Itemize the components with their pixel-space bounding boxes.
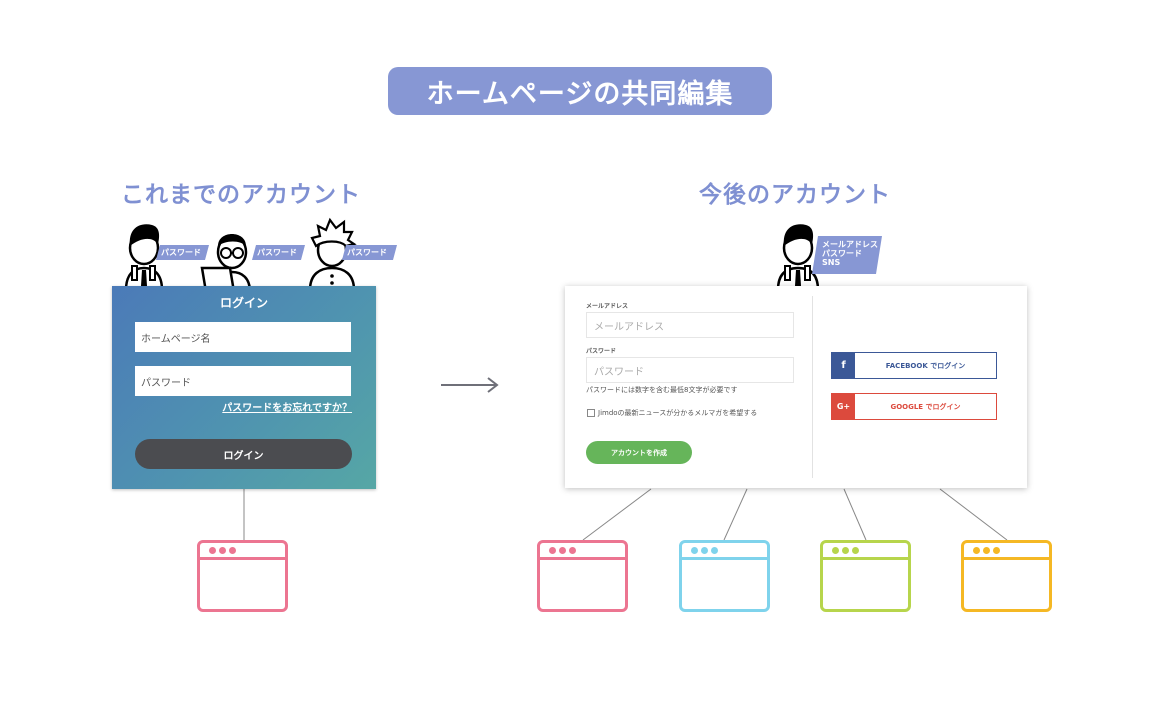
new-account-card: メールアドレス メールアドレス パスワード パスワード パスワードには数字を含む… — [565, 286, 1027, 488]
email-input[interactable]: メールアドレス — [586, 312, 794, 338]
email-label: メールアドレス — [586, 303, 629, 310]
google-login-label: GOOGLE でログイン — [890, 402, 961, 411]
password-tag-2: パスワード — [252, 245, 305, 260]
create-account-button[interactable]: アカウントを作成 — [586, 441, 692, 464]
facebook-login-label: FACEBOOK でログイン — [885, 361, 966, 370]
password-label: パスワード — [586, 348, 617, 355]
person-icon — [124, 224, 164, 292]
login-button[interactable]: ログイン — [135, 439, 352, 469]
login-title: ログイン — [219, 296, 268, 310]
facebook-login-button[interactable]: f FACEBOOK でログイン — [831, 352, 997, 379]
website-window-icon — [537, 540, 628, 612]
person-icon — [776, 224, 820, 292]
card-divider — [812, 296, 813, 478]
forgot-password-link[interactable]: パスワードをお忘れですか？ — [222, 403, 352, 414]
website-window-icon — [961, 540, 1052, 612]
credentials-tag-password: パスワード — [822, 249, 862, 258]
website-window-icon — [820, 540, 911, 612]
person-spiky-hair-icon — [308, 217, 357, 292]
site-name-input[interactable]: ホームページ名 — [135, 322, 351, 352]
right-arrow-icon — [441, 377, 499, 393]
newsletter-checkbox[interactable] — [587, 409, 595, 417]
person-with-laptop-icon — [200, 234, 252, 294]
password-tag-1: パスワード — [156, 245, 209, 260]
old-accounts-heading: これまでのアカウント — [121, 182, 361, 208]
password-hint: パスワードには数字を含む最低8文字が必要です — [586, 386, 738, 394]
new-accounts-heading: 今後のアカウント — [699, 182, 891, 208]
password-input[interactable]: パスワード — [135, 366, 351, 396]
credentials-tag-sns: SNS — [822, 258, 841, 267]
newsletter-label: Jimdoの最新ニュースが分かるメルマガを希望する — [598, 409, 758, 417]
connector-site-1 — [582, 488, 652, 541]
website-window-icon — [679, 540, 770, 612]
facebook-icon: f — [832, 353, 855, 378]
credentials-tag-email: メールアドレス — [822, 240, 878, 249]
new-password-input[interactable]: パスワード — [586, 357, 794, 383]
website-window-icon — [197, 540, 288, 612]
connector-site-4 — [939, 488, 1008, 541]
password-tag-3: パスワード — [342, 245, 397, 260]
google-login-button[interactable]: G+ GOOGLE でログイン — [831, 393, 997, 420]
connector-site-2 — [723, 488, 748, 541]
google-plus-icon: G+ — [832, 394, 855, 419]
diagram-title: ホームページの共同編集 — [388, 67, 772, 115]
credentials-tag: メールアドレス パスワード SNS — [812, 236, 882, 274]
connector-site-3 — [843, 488, 867, 541]
old-login-card: ログイン ホームページ名 パスワード パスワードをお忘れですか？ ログイン — [112, 286, 376, 489]
